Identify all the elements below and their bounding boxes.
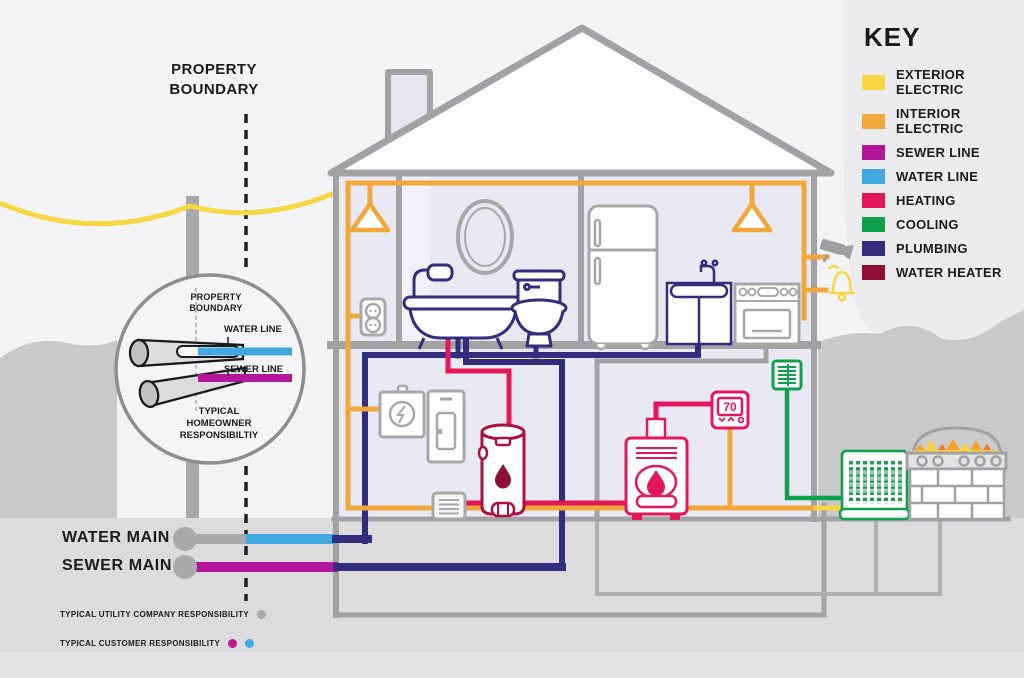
customer-water-dot bbox=[245, 639, 255, 648]
sewer-line-swatch bbox=[862, 145, 885, 160]
cooling-vent bbox=[771, 359, 803, 391]
interior-electric-lines bbox=[345, 180, 830, 511]
legend: KEY EXTERIOR ELECTRIC INTERIOR ELECTRIC … bbox=[862, 22, 1024, 289]
inset-sewer-line-label: SEWER LINE bbox=[224, 364, 284, 375]
inset-circle bbox=[114, 273, 306, 465]
legend-item: EXTERIOR ELECTRIC bbox=[862, 67, 1024, 97]
grill-brick-base bbox=[908, 467, 1006, 521]
ac-unit bbox=[838, 449, 911, 521]
stove bbox=[733, 282, 801, 346]
sewer-main-cap bbox=[173, 555, 197, 579]
water-main-cap bbox=[173, 527, 197, 551]
grill bbox=[905, 426, 1008, 521]
legend-title: KEY bbox=[864, 22, 921, 52]
utility-responsibility-row: TYPICAL UTILITY COMPANY RESPONSIBILITY bbox=[60, 610, 267, 619]
legend-item: INTERIOR ELECTRIC bbox=[862, 106, 1024, 136]
utility-responsibility-label: TYPICAL UTILITY COMPANY RESPONSIBILITY bbox=[60, 610, 250, 619]
water-heater-swatch bbox=[862, 265, 885, 280]
refrigerator bbox=[587, 204, 659, 351]
cooling-swatch bbox=[862, 217, 885, 232]
wall-outlet bbox=[359, 297, 387, 337]
chevron-up-icon bbox=[727, 416, 735, 422]
inset-property-boundary-label: PROPERTY BOUNDARY bbox=[189, 292, 243, 313]
pendant-lights bbox=[349, 201, 773, 233]
thermostat-temperature: 70 bbox=[723, 400, 737, 414]
kitchen-sink bbox=[665, 259, 733, 346]
security-camera-icon bbox=[819, 238, 854, 263]
kitchen-pendant-light bbox=[731, 201, 773, 233]
electric-meter bbox=[378, 384, 426, 439]
legend-item: WATER LINE bbox=[862, 169, 1024, 184]
legend-item: PLUMBING bbox=[862, 241, 1024, 256]
legend-item: HEATING bbox=[862, 193, 1024, 208]
inset-water-line-label: WATER LINE bbox=[224, 324, 282, 335]
plumbing-swatch bbox=[862, 241, 885, 256]
legend-item: SEWER LINE bbox=[862, 145, 1024, 160]
bathroom-mirror bbox=[456, 199, 514, 275]
inset-homeowner-label: TYPICAL HOMEOWNER RESPONSIBILTIY bbox=[179, 406, 259, 441]
hall-pendant-light bbox=[349, 201, 391, 233]
legend-item: WATER HEATER bbox=[862, 265, 1024, 280]
water-line-swatch bbox=[862, 169, 885, 184]
customer-responsibility-row: TYPICAL CUSTOMER RESPONSIBILITY bbox=[60, 639, 255, 648]
customer-sewer-dot bbox=[228, 639, 238, 648]
customer-responsibility-label: TYPICAL CUSTOMER RESPONSIBILITY bbox=[60, 639, 221, 648]
furnace bbox=[624, 417, 689, 520]
exterior-electric-swatch bbox=[862, 74, 885, 90]
sewer-main-label: SEWER MAIN bbox=[62, 557, 172, 574]
legend-item: COOLING bbox=[862, 217, 1024, 232]
interior-electric-swatch bbox=[862, 113, 885, 129]
cooling-line bbox=[784, 389, 845, 501]
floor-vent bbox=[431, 491, 467, 521]
flame-icon bbox=[647, 470, 665, 496]
water-main-label: WATER MAIN bbox=[62, 529, 170, 546]
plumbing-lines bbox=[332, 339, 701, 571]
exterior-light-icon bbox=[828, 264, 855, 302]
electrical-panel bbox=[426, 389, 466, 464]
flame-icon bbox=[495, 464, 511, 489]
heating-swatch bbox=[862, 193, 885, 208]
responsibility-inset bbox=[114, 273, 306, 465]
chevron-down-icon bbox=[718, 417, 726, 423]
lightning-bolt-icon bbox=[395, 405, 406, 424]
toilet bbox=[510, 269, 568, 348]
property-boundary-label: PROPERTY BOUNDARY bbox=[169, 61, 259, 98]
ground bbox=[0, 518, 1024, 678]
left-hill bbox=[0, 340, 117, 520]
key-background-panel bbox=[843, 0, 1024, 342]
inset-sewer-pipe bbox=[138, 366, 292, 409]
ground-lower-strip bbox=[0, 652, 1024, 678]
water-heater bbox=[477, 423, 526, 518]
foundation-outlines bbox=[335, 502, 942, 618]
thermostat bbox=[710, 390, 750, 430]
utility-mains bbox=[173, 527, 338, 579]
utility-dot bbox=[257, 610, 267, 619]
power-dot-icon bbox=[737, 416, 745, 424]
inset-water-pipe bbox=[128, 338, 292, 368]
bathtub bbox=[402, 263, 523, 350]
exterior-electric-line bbox=[0, 191, 348, 227]
